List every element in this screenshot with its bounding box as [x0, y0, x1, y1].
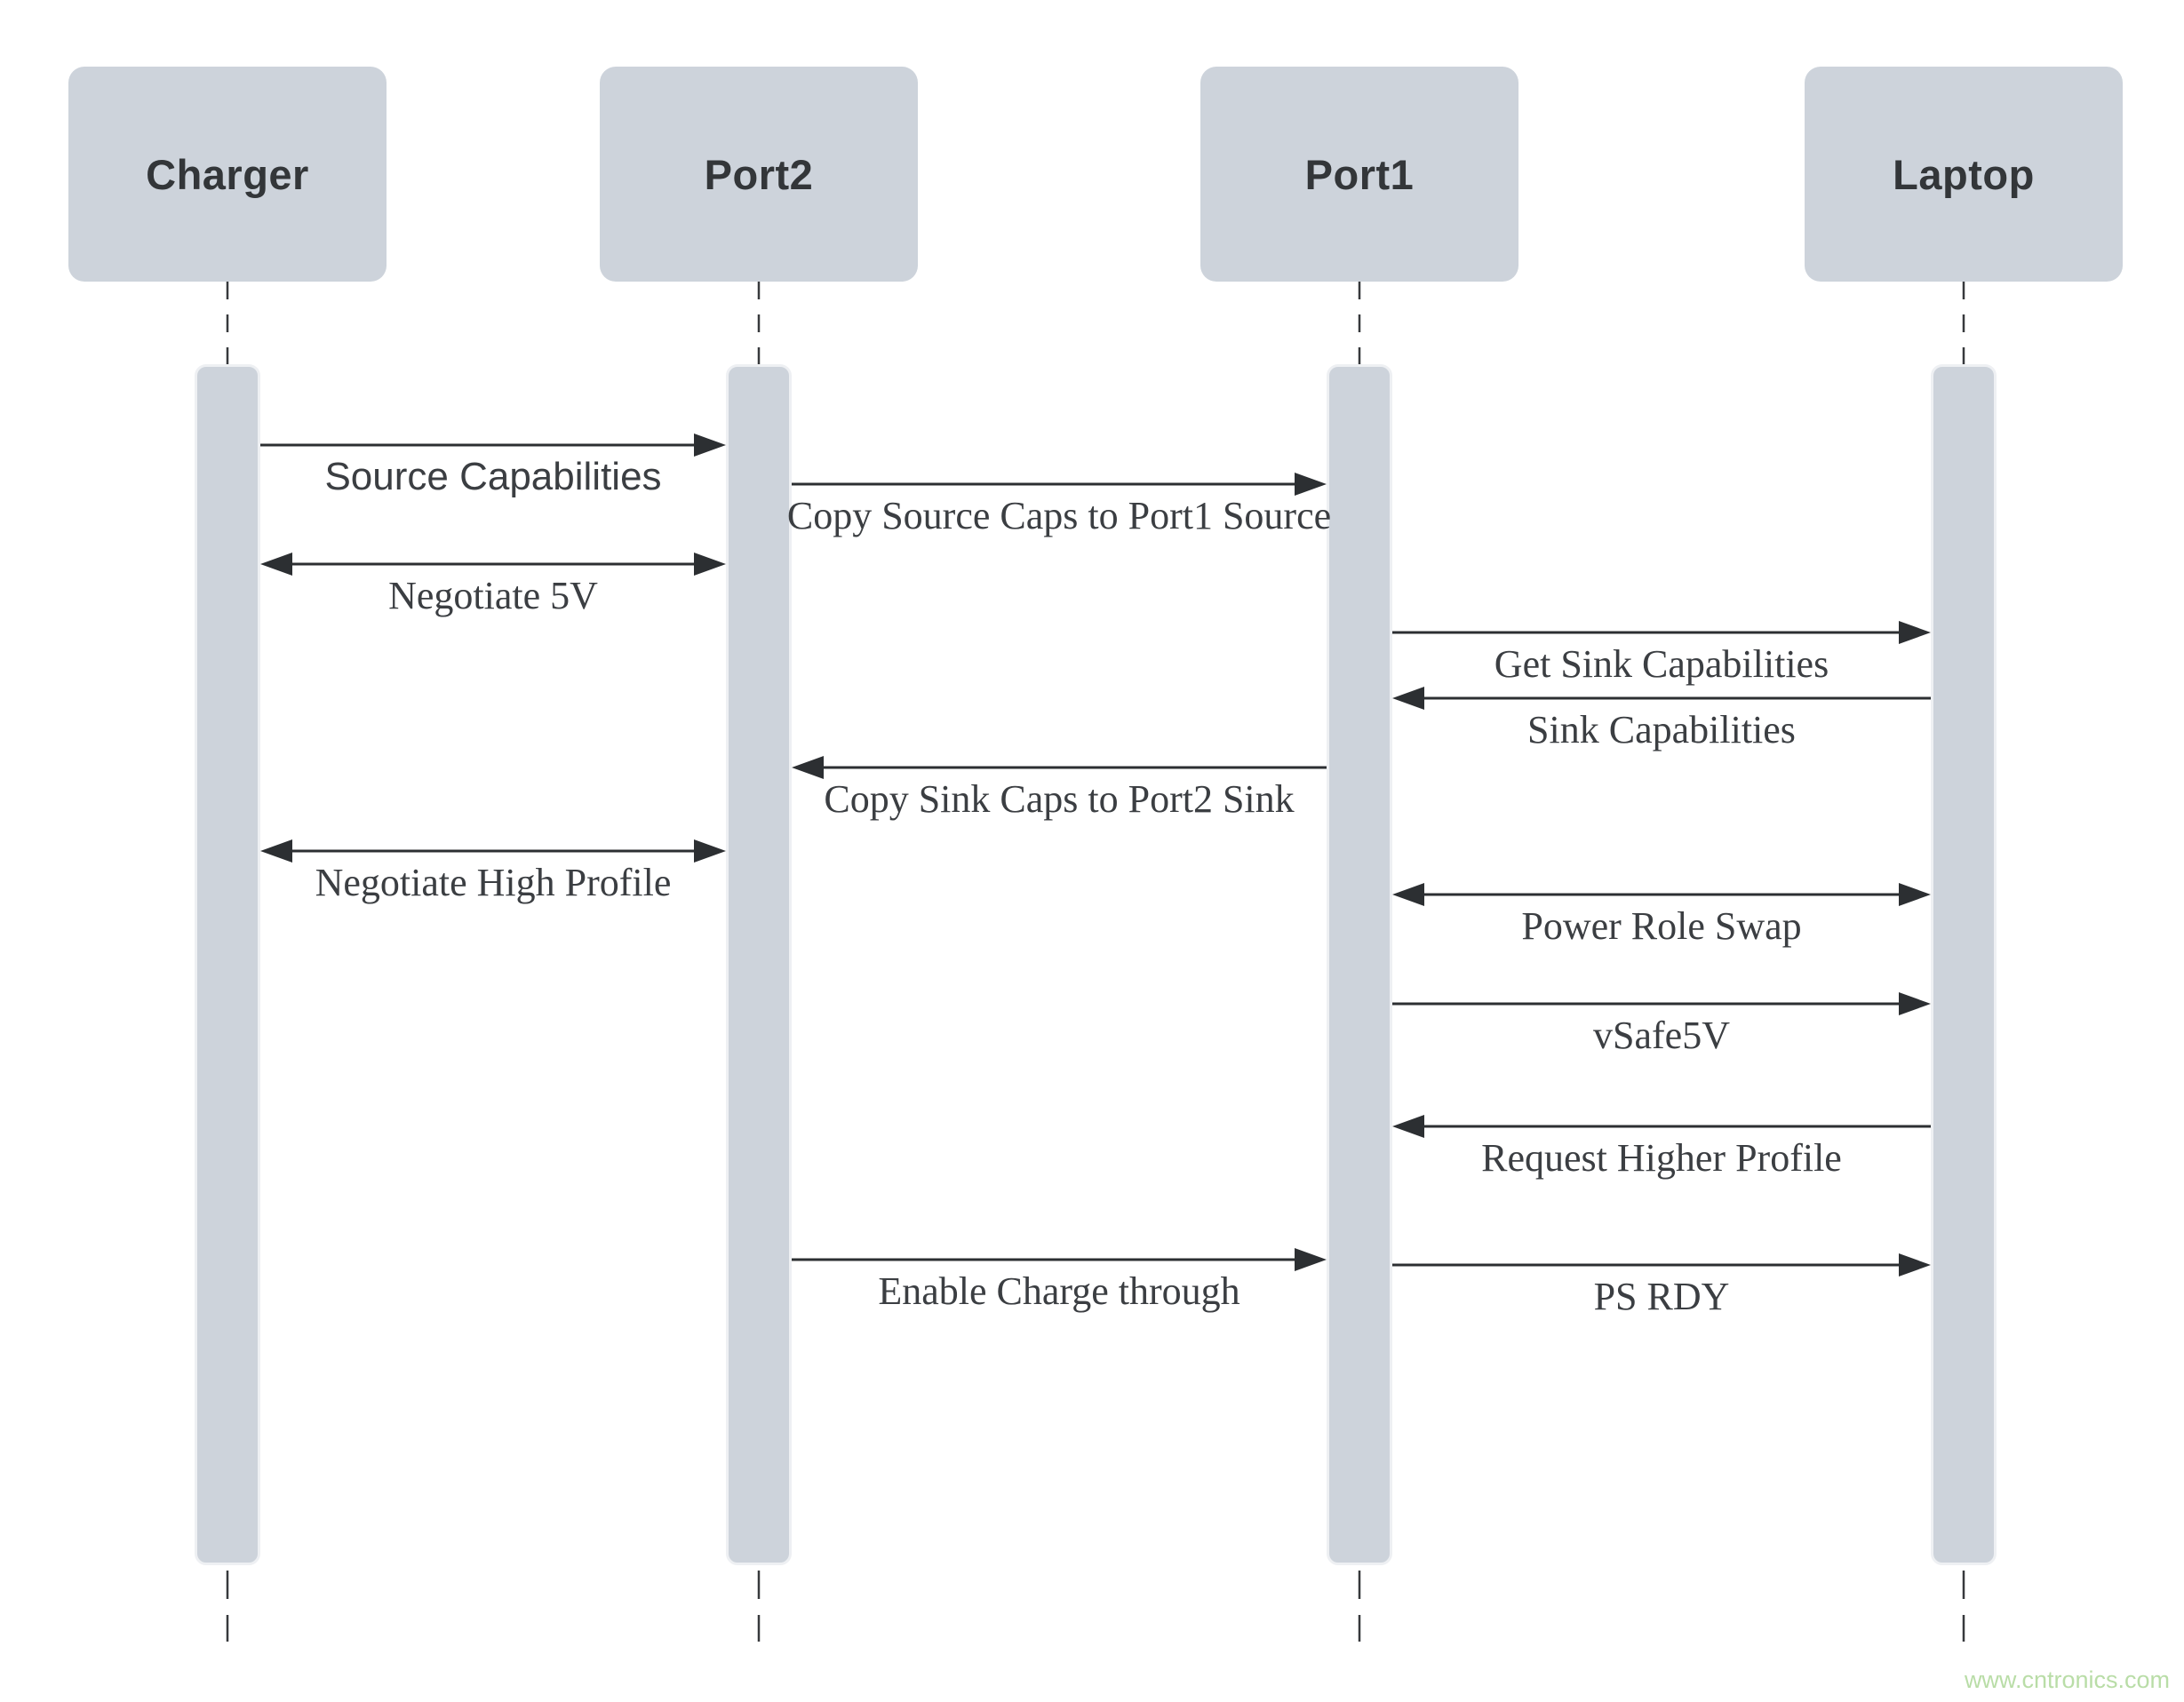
message-label-6: Negotiate High Profile [315, 861, 672, 904]
arrowhead [1899, 1253, 1931, 1276]
message-arrow-9 [1392, 1115, 1931, 1138]
arrowhead [792, 756, 824, 779]
message-label-5: Copy Sink Caps to Port2 Sink [824, 777, 1295, 821]
message-label-11: PS RDY [1593, 1275, 1730, 1318]
message-arrow-4 [1392, 687, 1931, 710]
actor-box-port2: Port2 [600, 67, 918, 282]
actor-label-port1: Port1 [1304, 150, 1415, 198]
message-arrow-7 [1392, 883, 1931, 906]
arrowhead [694, 839, 726, 863]
message-arrow-1 [792, 473, 1327, 496]
actor-label-laptop: Laptop [1893, 150, 2035, 198]
arrowhead [1392, 687, 1424, 710]
arrowhead [1899, 621, 1931, 644]
actor-box-port1: Port1 [1200, 67, 1518, 282]
actor-box-charger: Charger [68, 67, 387, 282]
message-arrow-5 [792, 756, 1327, 779]
arrowhead [694, 553, 726, 576]
activation-bar-port1 [1327, 364, 1392, 1565]
watermark: www.cntronics.com [1964, 1666, 2170, 1693]
activation-bar-port2 [726, 364, 792, 1565]
message-label-10: Enable Charge through [878, 1269, 1240, 1313]
message-arrow-11 [1392, 1253, 1931, 1276]
arrowhead [694, 433, 726, 457]
message-label-1: Copy Source Caps to Port1 Source [786, 494, 1332, 537]
arrowhead [260, 839, 292, 863]
message-arrow-8 [1392, 992, 1931, 1015]
message-label-4: Sink Capabilities [1527, 708, 1796, 752]
message-label-0: Source Capabilities [324, 455, 662, 498]
activation-bar-charger [195, 364, 260, 1565]
message-arrow-2 [260, 553, 726, 576]
arrowhead [1392, 883, 1424, 906]
message-label-8: vSafe5V [1593, 1014, 1730, 1057]
arrowhead [1899, 883, 1931, 906]
message-arrow-3 [1392, 621, 1931, 644]
message-arrow-0 [260, 433, 726, 457]
message-label-3: Get Sink Capabilities [1494, 642, 1829, 686]
actor-label-charger: Charger [146, 150, 309, 198]
message-label-2: Negotiate 5V [388, 574, 598, 617]
message-label-7: Power Role Swap [1521, 904, 1802, 948]
arrowhead [1295, 1248, 1327, 1271]
arrowhead [1392, 1115, 1424, 1138]
activation-bar-laptop [1931, 364, 1997, 1565]
arrowhead [1899, 992, 1931, 1015]
actor-box-laptop: Laptop [1805, 67, 2123, 282]
message-arrow-6 [260, 839, 726, 863]
message-label-9: Request Higher Profile [1481, 1136, 1842, 1180]
arrowhead [260, 553, 292, 576]
arrowhead [1295, 473, 1327, 496]
message-arrow-10 [792, 1248, 1327, 1271]
actor-label-port2: Port2 [704, 150, 814, 198]
